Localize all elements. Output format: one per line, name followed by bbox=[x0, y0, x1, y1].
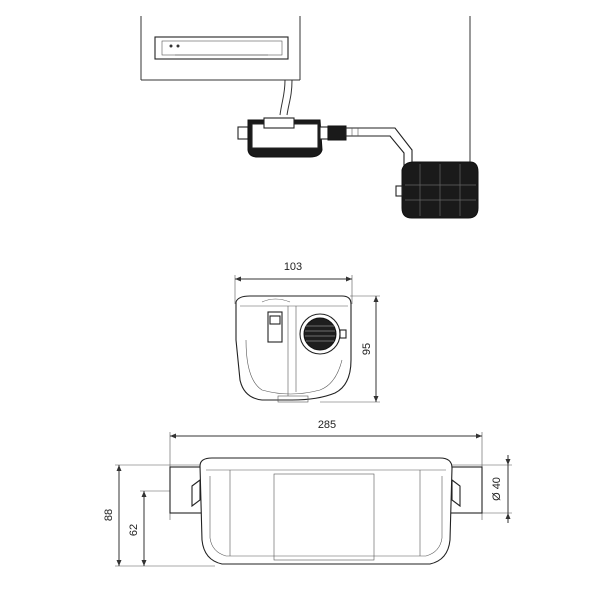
outlet-pipe bbox=[345, 127, 413, 169]
installation-view bbox=[140, 16, 479, 219]
front-width-label: 103 bbox=[284, 261, 302, 273]
side-view: 285 88 62 Ø 40 bbox=[103, 419, 512, 567]
front-view: 103 95 bbox=[234, 261, 380, 403]
front-width-dimension: 103 bbox=[234, 261, 353, 304]
inlet-height-dimension: 62 bbox=[128, 490, 190, 566]
drain-hose bbox=[279, 79, 286, 116]
inlet-height-label: 62 bbox=[128, 524, 140, 536]
front-height-label: 95 bbox=[361, 343, 373, 355]
outlet-diameter-label: Ø 40 bbox=[491, 477, 503, 501]
outlet-grille bbox=[299, 313, 347, 355]
side-length-label: 285 bbox=[318, 419, 336, 431]
wall-pump-unit bbox=[395, 161, 479, 219]
sink-pump-unit bbox=[237, 117, 347, 158]
side-height-dimension: 88 bbox=[103, 464, 215, 567]
sink-cabinet bbox=[140, 16, 301, 81]
front-height-dimension: 95 bbox=[320, 295, 380, 403]
side-height-label: 88 bbox=[103, 509, 115, 521]
